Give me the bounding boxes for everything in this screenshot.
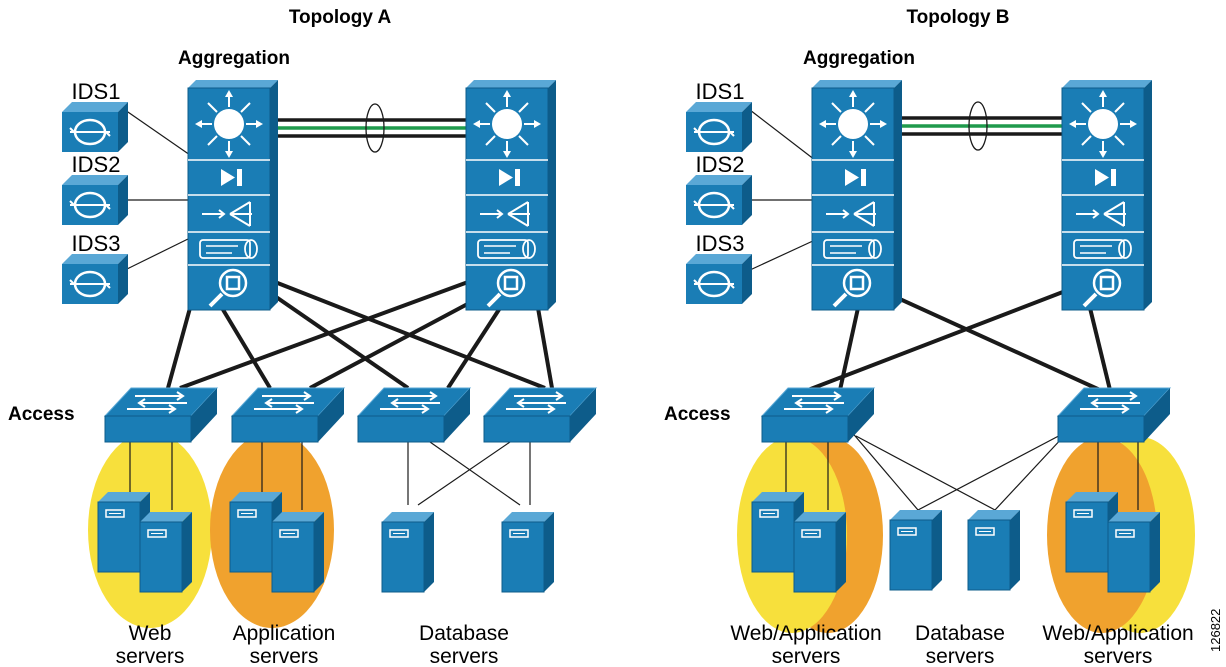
topology-b: Topology B Aggregation Access [664,7,1195,667]
topology-a: Topology A Aggregation Access [8,7,597,667]
uplinks [807,288,1112,392]
ids2-label: IDS2 [72,152,121,177]
aggregation-switch-icon[interactable] [810,78,904,312]
server-icon[interactable] [889,509,943,591]
database-servers-label-line1: Database [915,622,1005,645]
ids3-label: IDS3 [696,231,745,256]
web-application-servers-label-line1: Web/Application [730,622,881,645]
ids1-label: IDS1 [696,79,745,104]
server-icon[interactable] [1107,511,1161,593]
access-switch-icon[interactable] [104,387,218,443]
application-servers-label-line1: Application [233,622,336,645]
application-servers-label-line2: servers [250,645,319,667]
ids2-label: IDS2 [696,152,745,177]
port-channel [270,103,470,153]
server-icon[interactable] [793,511,847,593]
aggregation-label: Aggregation [178,48,290,69]
server-icon[interactable] [501,511,555,593]
figure-id: 126822 [1208,609,1223,652]
web-servers-label-line2: servers [116,645,185,667]
access-switch-icon[interactable] [1057,387,1171,443]
uplinks [166,280,554,390]
ids-links [749,109,816,271]
web-application-servers-label-line2: servers [1084,645,1153,667]
database-servers-label-line2: servers [926,645,995,667]
access-switch-icon[interactable] [231,387,345,443]
access-switch-icon[interactable] [483,387,597,443]
ids-appliance-icon[interactable] [684,100,754,154]
database-servers-label-line2: servers [430,645,499,667]
port-channel-bundle-icon [968,101,988,151]
server-icon[interactable] [139,511,193,593]
access-switch-icon[interactable] [357,387,471,443]
server-icon[interactable] [967,509,1021,591]
ids1-label: IDS1 [72,79,121,104]
web-application-servers-label-line1: Web/Application [1042,622,1193,645]
aggregation-label: Aggregation [803,48,915,69]
web-servers-label-line1: Web [129,622,172,645]
access-label: Access [664,404,731,425]
topology-b-title: Topology B [906,7,1009,28]
ids-appliance-icon[interactable] [60,173,130,227]
aggregation-switch-icon[interactable] [1060,78,1154,312]
ids-links [124,109,191,271]
ids-appliance-icon[interactable] [60,252,130,306]
ids3-label: IDS3 [72,231,121,256]
port-channel [895,101,1065,151]
aggregation-switch-icon[interactable] [464,78,558,312]
aggregation-switch-icon[interactable] [186,78,280,312]
server-links [785,429,1139,511]
database-servers-label-line1: Database [419,622,509,645]
port-channel-bundle-icon [365,103,385,153]
server-icon[interactable] [381,511,435,593]
ids-appliance-icon[interactable] [60,100,130,154]
ids-appliance-icon[interactable] [684,252,754,306]
topology-a-title: Topology A [289,7,392,28]
server-icon[interactable] [271,511,325,593]
ids-appliance-icon[interactable] [684,173,754,227]
web-application-servers-label-line2: servers [772,645,841,667]
access-switch-icon[interactable] [761,387,875,443]
access-label: Access [8,404,75,425]
